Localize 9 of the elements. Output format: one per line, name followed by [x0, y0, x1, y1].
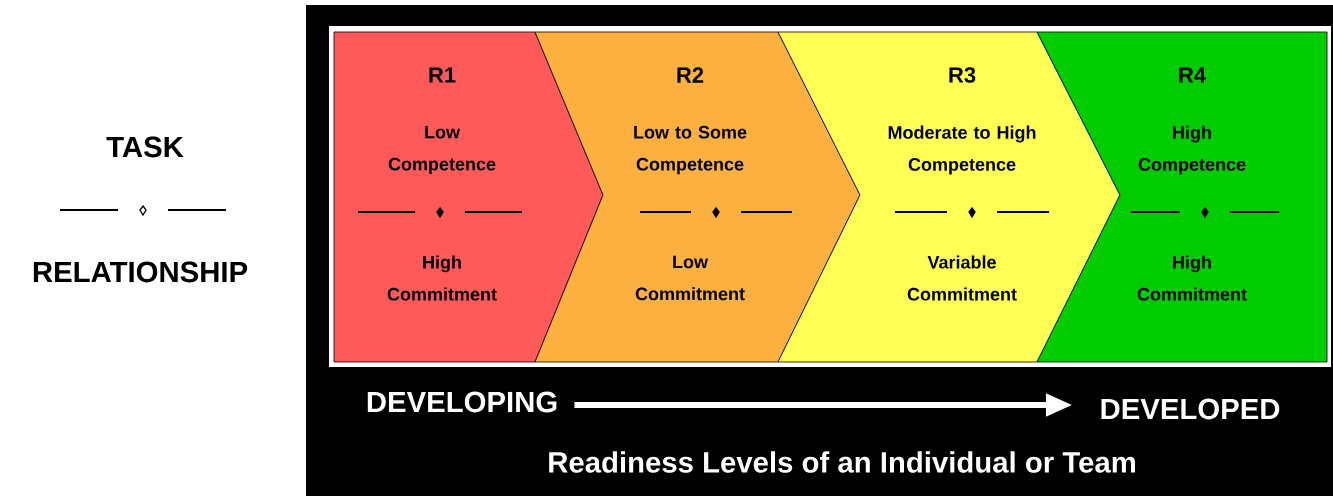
- axis-label: TASK: [106, 136, 184, 158]
- stage-panel: R4 High Competence High Commitment: [1036, 31, 1328, 363]
- caption: Readiness Levels of an Individual or Team: [549, 451, 1135, 473]
- stage-label: DEVELOPING: [367, 391, 557, 413]
- axis-label: RELATIONSHIP: [33, 261, 248, 283]
- stage-panel: R1 Low Competence High Commitment: [333, 31, 604, 363]
- stage-label: DEVELOPED: [1101, 398, 1280, 420]
- stage-panel: R2 Low to Some Competence Low Commitment: [534, 31, 861, 363]
- stage-panel: R3 Moderate to High Competence Variable Commitment: [777, 31, 1121, 363]
